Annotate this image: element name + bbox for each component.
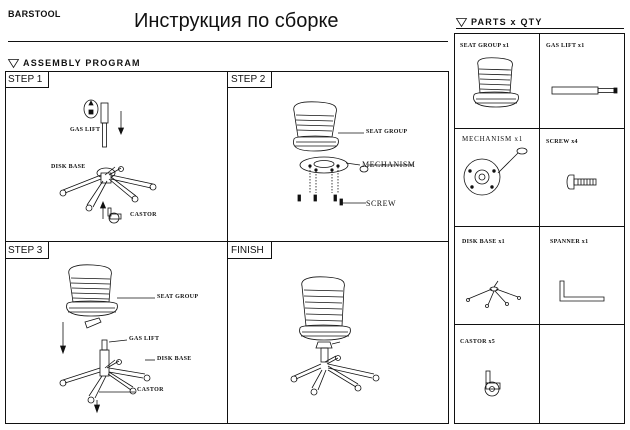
step-2-label: STEP 2 [231,74,266,85]
castor-icon [484,370,501,397]
finish-label: FINISH [231,245,264,256]
step-1-gas-lift-label: GAS LIFT [70,127,101,133]
spanner-icon [559,280,605,302]
part-mechanism: MECHANISM x1 [454,129,539,226]
step-2-mechanism-label: MECHANISM [362,160,416,169]
finish-panel: FINISH [228,242,449,424]
screw-icon [566,174,597,190]
step-1-illustration [59,99,157,224]
gas-lift-icon [551,86,618,95]
parts-divider [456,28,624,29]
finish-illustration [290,276,380,396]
step-1-label: STEP 1 [8,74,43,85]
parts-heading: PARTS x QTY [455,17,543,27]
triangle-down-icon [7,58,20,68]
part-empty-cell [540,325,625,424]
step-3-castor-label: CASTOR [137,387,164,393]
step-2-panel: STEP 2 SEAT GROUP MECHANISM SCREW [228,71,449,241]
step-3-disk-base-label: DISK BASE [157,356,192,362]
part-seat-group: SEAT GROUP x1 [454,33,539,128]
step-3-seat-group-label: SEAT GROUP [157,294,199,300]
step-2-seat-group-label: SEAT GROUP [366,129,408,135]
part-disk-base: DISK BASE x1 [454,227,539,324]
step-1-castor-label: CASTOR [130,212,157,218]
brand-label: BARSTOOL [8,9,61,19]
part-castor: CASTOR x5 [454,325,539,424]
page-title: Инструкция по сборке [134,10,339,32]
step-2-illustration [293,101,413,206]
step-1-disk-base-label: DISK BASE [51,164,86,170]
step-2-screw-label: SCREW [366,199,397,208]
disk-base-icon [466,280,521,308]
part-gas-lift: GAS LIFT x1 [540,33,625,128]
seat-group-icon [473,57,519,108]
mechanism-icon [463,147,528,196]
part-screw: SCREW x4 [540,129,625,226]
step-3-gas-lift-label: GAS LIFT [129,336,160,342]
step-3-label: STEP 3 [8,245,43,256]
part-spanner: SPANNER x1 [540,227,625,324]
step-3-illustration [59,264,155,414]
step-3-panel: STEP 3 SEAT GROUP GAS LIFT DISK BASE CAS… [5,242,227,424]
assembly-heading: ASSEMBLY PROGRAM [7,58,141,68]
header-divider [8,41,448,42]
step-1-panel: STEP 1 GAS LIFT DISK BASE CASTOR [5,71,227,241]
triangle-down-icon [455,17,468,27]
parts-heading-text: PARTS x QTY [471,17,543,27]
assembly-heading-text: ASSEMBLY PROGRAM [23,58,141,68]
